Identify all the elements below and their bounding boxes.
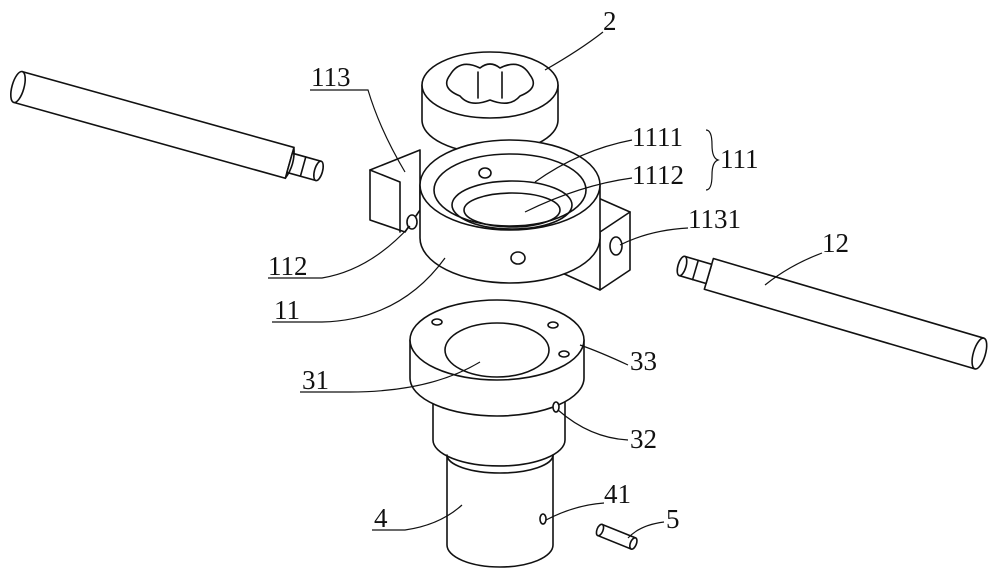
label-seat-group: 111 xyxy=(720,144,759,174)
label-seat-upper: 1111 xyxy=(632,122,683,152)
label-side-hole: 32 xyxy=(630,424,657,454)
left-handle-rod xyxy=(8,70,327,187)
label-shaft: 4 xyxy=(374,503,388,533)
sleeve-with-flange xyxy=(410,300,584,567)
right-handle-rod xyxy=(674,250,990,371)
label-arm-hole: 1131 xyxy=(688,204,741,234)
label-shaft-hole: 41 xyxy=(604,479,631,509)
label-arm-block: 113 xyxy=(311,62,351,92)
pin xyxy=(595,523,638,550)
label-body: 11 xyxy=(274,295,300,325)
label-bore: 31 xyxy=(302,365,329,395)
label-pin: 5 xyxy=(666,504,680,534)
die-holder-body xyxy=(370,140,630,290)
label-handle: 12 xyxy=(822,228,849,258)
label-seat-lower: 1112 xyxy=(632,160,684,190)
label-screw-hole: 112 xyxy=(268,251,308,281)
label-die: 2 xyxy=(603,6,617,36)
label-flange: 33 xyxy=(630,346,657,376)
die xyxy=(422,52,558,153)
